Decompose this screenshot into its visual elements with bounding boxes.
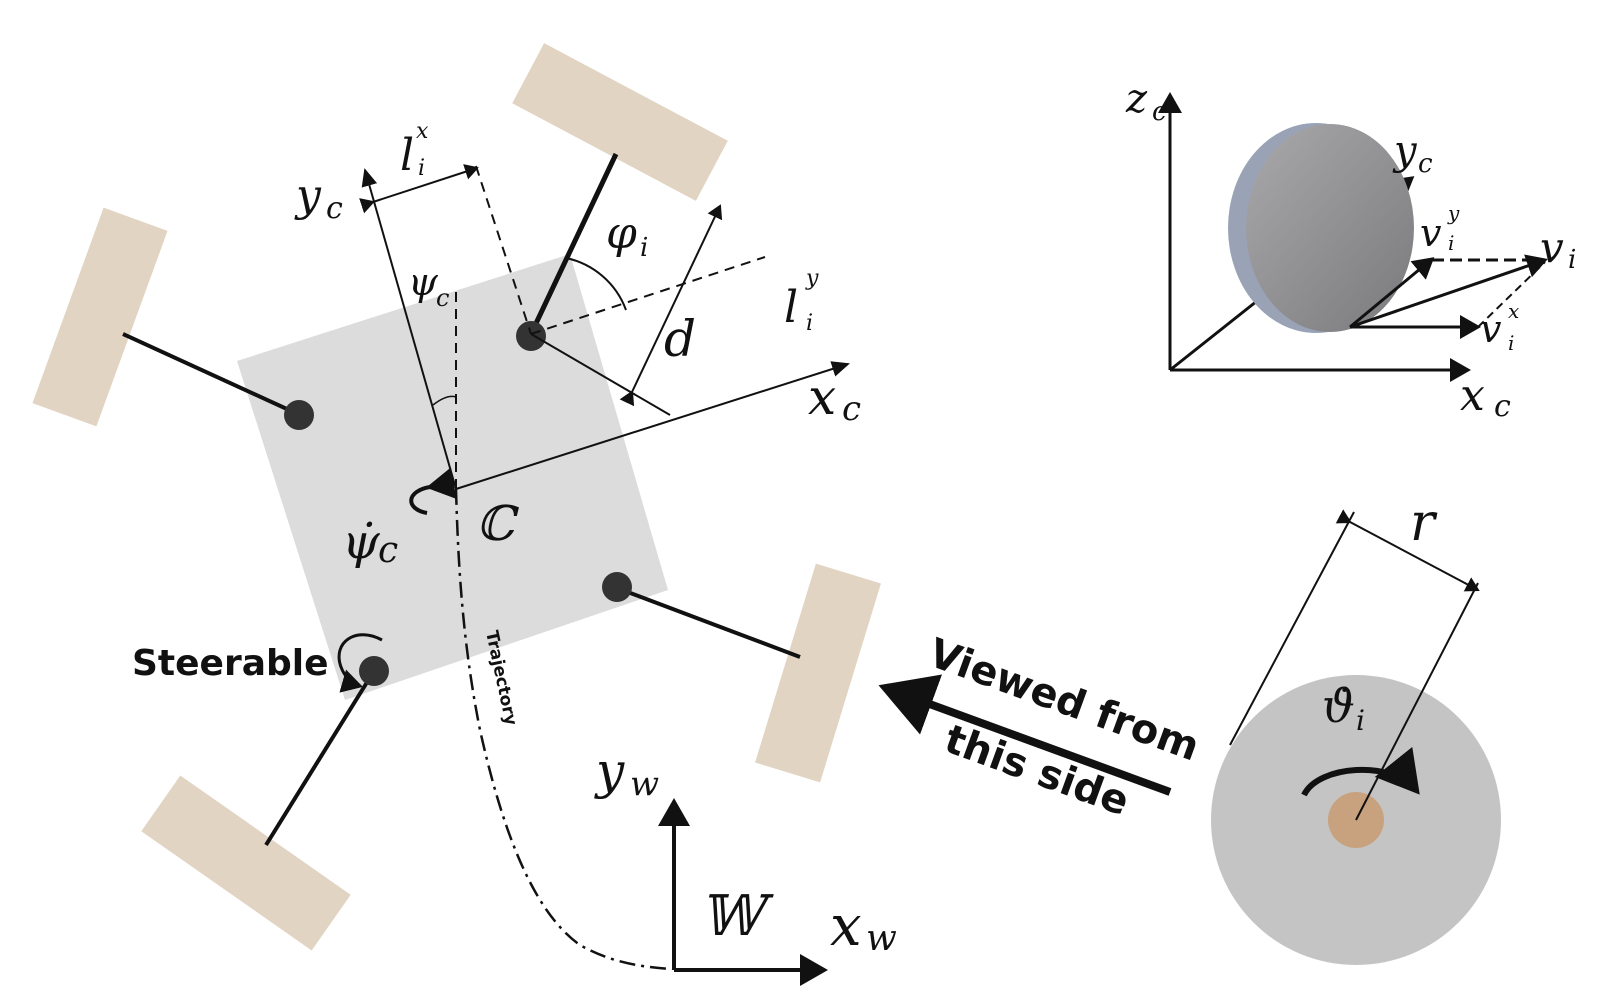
- lix-superscript: x: [416, 119, 429, 144]
- inset-zc-label: z: [1125, 76, 1148, 122]
- trajectory-label: Trajectory: [481, 629, 521, 727]
- phi-label: φ: [606, 208, 637, 259]
- vi-subscript: i: [1568, 245, 1576, 275]
- psidot-subscript: c: [378, 530, 398, 571]
- inset-yc-subscript: c: [1418, 149, 1433, 179]
- radius-extension-line: [1229, 511, 1355, 746]
- inset-yc-label: y: [1392, 128, 1418, 174]
- wheel-rear-right: [755, 563, 881, 783]
- hub-rear-right: [602, 572, 632, 602]
- hub-front-right: [516, 321, 546, 351]
- arm-front-right: [528, 152, 619, 336]
- yw-label: y: [594, 742, 625, 800]
- hub-front-left: [284, 400, 314, 430]
- vi-vector: [1349, 254, 1548, 329]
- arm-front-left: [122, 332, 301, 417]
- vix-subscript: i: [1508, 331, 1514, 355]
- viy-vector: [1349, 257, 1435, 329]
- yc-label: y: [294, 170, 322, 221]
- steer-rotation-arrow: [337, 633, 383, 693]
- lix-subscript: i: [418, 156, 425, 181]
- center-label: ℂ: [476, 496, 519, 552]
- xc-axis: [455, 361, 850, 490]
- xw-label: x: [830, 894, 862, 959]
- yw-subscript: w: [630, 764, 659, 804]
- lix-extension-dashed: [475, 165, 532, 335]
- inset-xc-label: x: [1460, 370, 1485, 421]
- liy-superscript: y: [805, 266, 819, 291]
- thetadot-subscript: i: [1356, 704, 1365, 737]
- phi-angle-arc: [565, 257, 627, 311]
- psi-angle-arc: [432, 395, 457, 406]
- lix-label: l: [400, 130, 414, 181]
- view-direction-arrow: [878, 674, 1172, 796]
- r-label: r: [1410, 493, 1438, 553]
- wheel-front-right: [512, 43, 728, 201]
- psi-label: ψ: [408, 260, 439, 304]
- thetadot-label: ϑ̇: [1322, 679, 1355, 733]
- world-label: 𝕎: [700, 884, 774, 949]
- vi-label: v: [1540, 223, 1564, 272]
- xc-label: x: [808, 368, 836, 426]
- viy-label: v: [1420, 211, 1442, 255]
- arm-rear-right: [616, 586, 801, 659]
- inset-wheel-face: [1246, 124, 1414, 332]
- psidot-rotation-arrow: [409, 467, 457, 515]
- vi-proj-side-dashed: [1477, 261, 1546, 328]
- viy-superscript: y: [1447, 201, 1460, 225]
- d-label: d: [664, 310, 696, 368]
- wheel-rear-left: [141, 775, 351, 951]
- vix-superscript: x: [1508, 299, 1519, 323]
- lix-dimension: [359, 164, 479, 214]
- yc-axis: [361, 168, 457, 490]
- psidot-label: ψ̇: [342, 514, 381, 570]
- inset-xc-subscript: c: [1494, 389, 1511, 424]
- hub-rear-left: [359, 656, 389, 686]
- liy-label: l: [784, 282, 798, 333]
- xw-subscript: w: [866, 918, 897, 959]
- r-dimension: [1335, 509, 1480, 592]
- vix-label: v: [1480, 307, 1502, 351]
- psi-subscript: c: [436, 284, 449, 312]
- viy-subscript: i: [1448, 231, 1454, 255]
- wheel-spin-arrow: [1301, 746, 1420, 797]
- inset-zc-subscript: c: [1152, 97, 1167, 127]
- arm-rear-left: [264, 669, 376, 847]
- phi-subscript: i: [640, 233, 648, 263]
- wheel-front-left: [32, 207, 168, 427]
- trajectory-path: [454, 488, 673, 971]
- yc-subscript: c: [326, 191, 343, 226]
- d-dimension: [619, 204, 723, 407]
- liy-subscript: i: [806, 311, 813, 336]
- steerable-label: Steerable: [132, 643, 329, 684]
- xc-subscript: c: [842, 389, 861, 429]
